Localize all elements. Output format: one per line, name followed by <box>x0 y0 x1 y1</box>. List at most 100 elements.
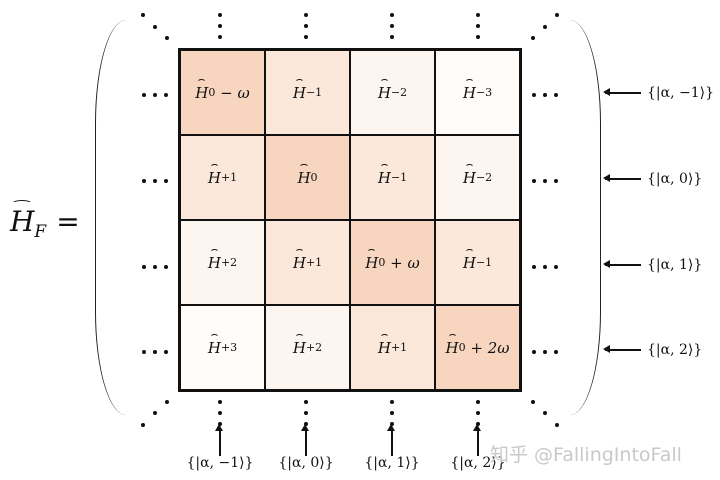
dot <box>554 179 558 183</box>
dot <box>543 265 547 269</box>
cell-subscript: +1 <box>390 341 408 354</box>
dot <box>476 35 480 39</box>
column-label: {|α, 2⟩} <box>450 455 506 471</box>
dot <box>164 350 168 354</box>
dot <box>532 93 536 97</box>
matrix-cell: H+3 <box>180 305 265 390</box>
dot <box>390 13 394 17</box>
cell-tail: + 2ω <box>465 338 510 357</box>
dot <box>304 400 308 404</box>
dot <box>141 423 145 427</box>
arrow-up-icon <box>216 424 222 456</box>
h-hat-symbol: H <box>377 333 391 357</box>
dot <box>555 13 559 17</box>
dot <box>532 179 536 183</box>
dot <box>555 423 559 427</box>
dot <box>304 35 308 39</box>
row-label-text: {|α, −1⟩} <box>647 85 714 101</box>
dot <box>554 93 558 97</box>
dot <box>142 350 146 354</box>
right-parenthesis <box>570 20 601 415</box>
h-hat-symbol: H <box>207 333 221 357</box>
arrow-left-icon <box>603 346 641 353</box>
dot <box>141 13 145 17</box>
cell-subscript: −1 <box>305 86 323 99</box>
cell-subscript: −1 <box>390 171 408 184</box>
watermark: 知乎 @FallingIntoFall <box>490 444 682 466</box>
h-hat-symbol: H <box>207 163 221 187</box>
h-hat-symbol: H <box>195 78 209 102</box>
dot <box>390 400 394 404</box>
dot <box>153 93 157 97</box>
dot <box>531 400 535 404</box>
dot <box>218 13 222 17</box>
h-hat-symbol: H <box>462 163 476 187</box>
dot <box>554 265 558 269</box>
matrix-cell: H−1 <box>435 220 520 305</box>
h-hat-symbol: H <box>445 333 459 357</box>
row-label: {|α, 0⟩} <box>603 171 702 187</box>
matrix-cell: H−3 <box>435 50 520 135</box>
matrix-cell: H−1 <box>265 50 350 135</box>
h-hat-symbol: H <box>207 248 221 272</box>
dot <box>218 411 222 415</box>
dot <box>390 35 394 39</box>
row-label: {|α, 2⟩} <box>603 342 703 358</box>
dot <box>218 24 222 28</box>
dot <box>153 179 157 183</box>
h-hat-symbol: H <box>377 78 391 102</box>
cell-subscript: −1 <box>475 256 493 269</box>
dot <box>532 350 536 354</box>
left-parenthesis <box>95 20 126 415</box>
dot <box>390 411 394 415</box>
cell-subscript: +1 <box>220 171 238 184</box>
lhs-subscript: F <box>34 222 47 242</box>
cell-subscript: −2 <box>390 86 408 99</box>
dot <box>165 36 169 40</box>
dot <box>153 25 157 29</box>
dot <box>543 93 547 97</box>
arrow-up-icon <box>388 424 394 456</box>
dot <box>531 36 535 40</box>
dot <box>476 24 480 28</box>
dot <box>476 400 480 404</box>
cell-subscript: 0 <box>378 256 386 269</box>
cell-subscript: −3 <box>475 86 493 99</box>
dot <box>554 350 558 354</box>
matrix-cell: H+1 <box>265 220 350 305</box>
dot <box>543 350 547 354</box>
cell-subscript: +2 <box>220 256 238 269</box>
cell-tail: + ω <box>385 253 420 272</box>
h-hat-symbol: H <box>292 248 306 272</box>
dot <box>476 13 480 17</box>
matrix-cell: H−1 <box>350 135 435 220</box>
h-hat-symbol: H <box>462 78 476 102</box>
dot <box>142 179 146 183</box>
dot <box>142 93 146 97</box>
row-label: {|α, −1⟩} <box>603 85 714 101</box>
dot <box>304 411 308 415</box>
cell-subscript: 0 <box>458 341 466 354</box>
h-hat-symbol: H <box>292 78 306 102</box>
dot <box>164 265 168 269</box>
arrow-left-icon <box>603 261 641 268</box>
dot <box>153 265 157 269</box>
dot <box>390 24 394 28</box>
dot <box>543 25 547 29</box>
cell-subscript: −2 <box>475 171 493 184</box>
h-hat-symbol: H <box>10 200 35 238</box>
arrow-up-icon <box>474 424 480 456</box>
dot <box>304 24 308 28</box>
matrix-cell: H−2 <box>350 50 435 135</box>
dot <box>142 265 146 269</box>
dot <box>153 411 157 415</box>
dot <box>165 400 169 404</box>
matrix-cell: H+1 <box>350 305 435 390</box>
dot <box>164 179 168 183</box>
row-label-text: {|α, 2⟩} <box>647 342 703 358</box>
dot <box>543 411 547 415</box>
matrix-cell: H+2 <box>265 305 350 390</box>
cell-subscript: +2 <box>305 341 323 354</box>
